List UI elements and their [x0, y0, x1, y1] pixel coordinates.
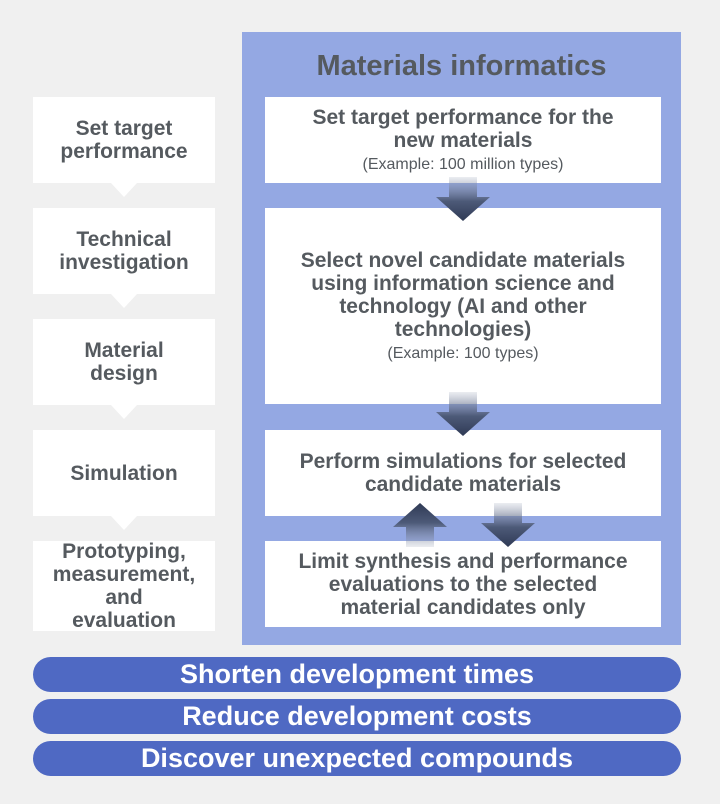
mi-box-main-text: Perform simulations for selected candida… [299, 450, 627, 496]
benefit-shorten-times: Shorten development times [33, 657, 681, 692]
mi-box-example-text: (Example: 100 million types) [362, 155, 564, 173]
mi-box-select-candidates: Select novel candidate materials using i… [265, 208, 661, 404]
left-step-technical-investigation: Technical investigation [33, 208, 215, 308]
step-notch [111, 405, 137, 419]
step-notch [111, 516, 137, 530]
down-arrow-icon [436, 177, 490, 221]
mi-box-simulations: Perform simulations for selected candida… [265, 430, 661, 516]
step-notch [111, 294, 137, 308]
left-step-label: Material design [84, 339, 164, 385]
step-notch [111, 183, 137, 197]
left-step-material-design: Material design [33, 319, 215, 419]
benefit-reduce-costs: Reduce development costs [33, 699, 681, 734]
left-step-label: Set target performance [60, 117, 188, 163]
mi-box-set-target: Set target performance for the new mater… [265, 97, 661, 183]
down-arrow-icon [481, 503, 535, 547]
down-arrow-icon [436, 392, 490, 436]
mi-box-example-text: (Example: 100 types) [387, 344, 539, 362]
mi-box-main-text: Set target performance for the new mater… [312, 105, 614, 152]
mi-box-main-text: Select novel candidate materials using i… [300, 248, 626, 341]
left-step-label: Prototyping, measurement, and evaluation [52, 540, 196, 632]
mi-box-main-text: Limit synthesis and performance evaluati… [298, 549, 628, 619]
mi-box-limit-synthesis: Limit synthesis and performance evaluati… [265, 541, 661, 627]
left-step-simulation: Simulation [33, 430, 215, 530]
left-step-label: Simulation [70, 461, 178, 485]
up-arrow-icon [393, 503, 447, 547]
left-step-set-target: Set target performance [33, 97, 215, 197]
benefit-discover-compounds: Discover unexpected compounds [33, 741, 681, 776]
materials-informatics-title: Materials informatics [316, 50, 607, 82]
left-step-prototyping: Prototyping, measurement, and evaluation [33, 540, 215, 632]
left-step-label: Technical investigation [59, 228, 189, 274]
